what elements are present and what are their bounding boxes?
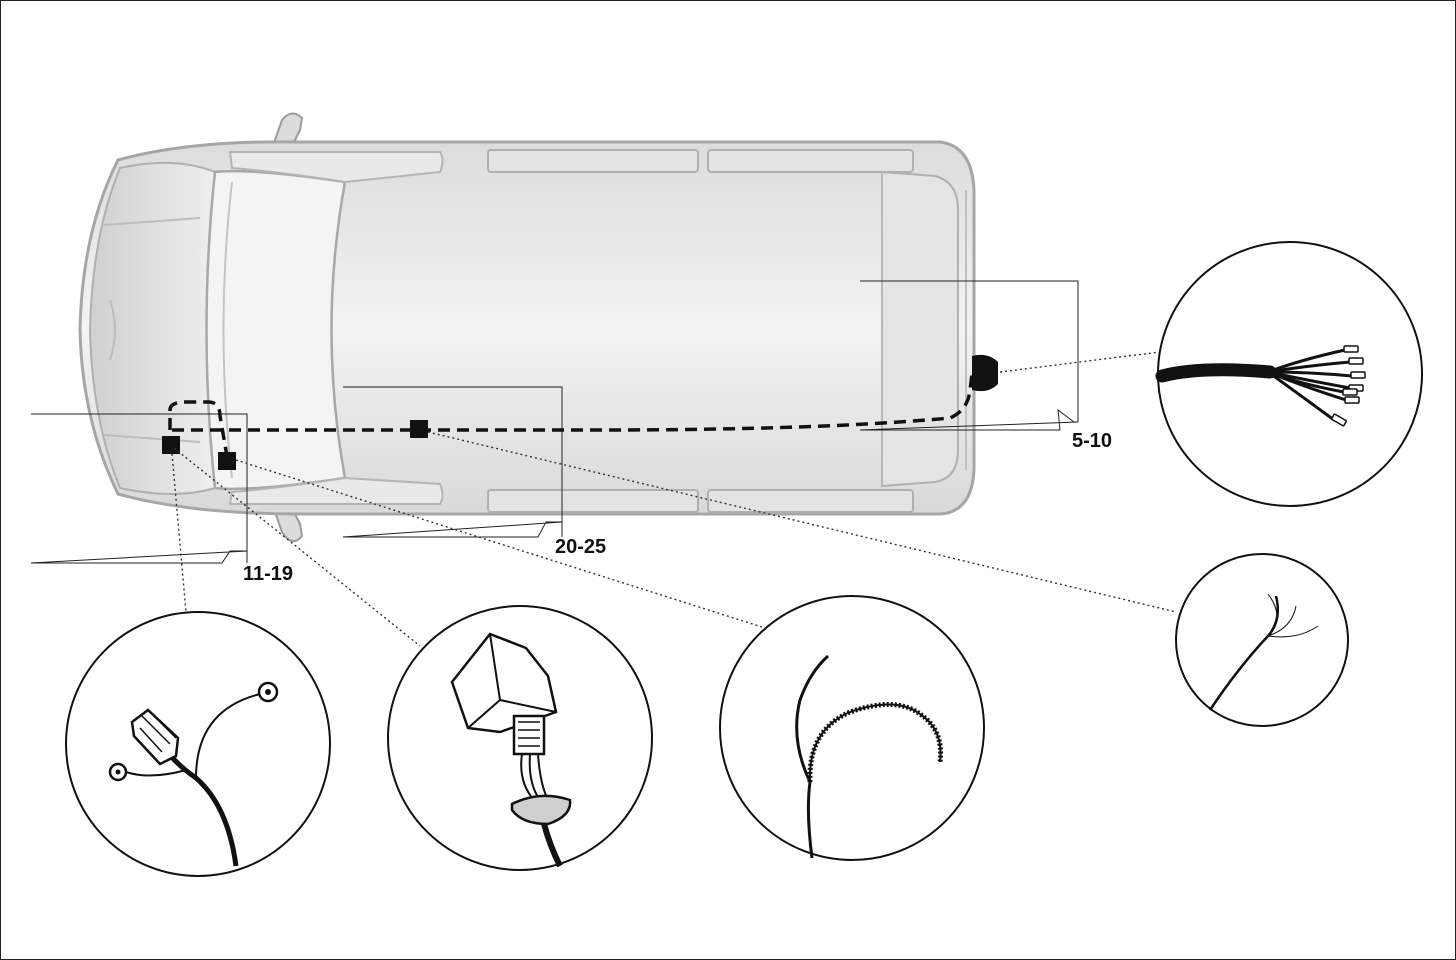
towbar-socket-icon xyxy=(972,354,998,392)
connector-marker-middle xyxy=(410,420,428,438)
connector-marker-front-1 xyxy=(162,436,180,454)
callout-box-front xyxy=(30,413,248,564)
thin-wires-icon xyxy=(1208,593,1319,711)
callout-label-rear: 5-10 xyxy=(1072,430,1112,452)
detail-front-ground-connector xyxy=(65,611,331,877)
ground-eyelet-connector-icon xyxy=(108,681,279,867)
callout-label-front: 11-19 xyxy=(243,563,293,585)
braided-wire-icon xyxy=(795,654,944,859)
callout-label-middle: 20-25 xyxy=(555,536,606,558)
detail-middle-braided-wire xyxy=(719,595,985,861)
detail-middle-thin-wires xyxy=(1175,553,1349,727)
plug-connector-icon xyxy=(450,632,572,868)
van-top-view xyxy=(78,112,998,543)
detail-rear-harness xyxy=(1155,241,1423,507)
detail-front-plug-connector xyxy=(387,605,653,871)
callout-box-rear xyxy=(859,280,1079,431)
cable-route xyxy=(168,373,974,463)
connector-marker-front-2 xyxy=(218,452,236,470)
callout-box-middle xyxy=(342,386,563,538)
rear-doors xyxy=(881,170,959,488)
van-hood xyxy=(88,161,217,495)
leader-lines xyxy=(171,351,1177,647)
harness-wire-ends-icon xyxy=(1155,345,1366,427)
windshield xyxy=(205,169,347,491)
